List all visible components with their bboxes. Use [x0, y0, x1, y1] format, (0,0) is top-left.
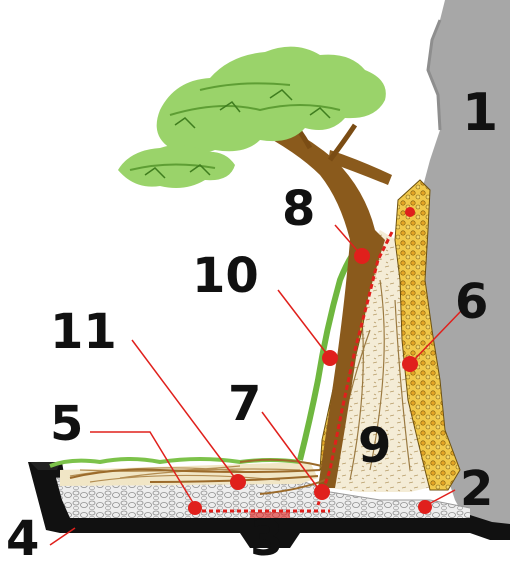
leader-lines — [49, 224, 463, 546]
drainage-mesh — [195, 509, 330, 518]
label-3: 3 — [250, 511, 283, 563]
number-labels: 1 2 3 4 5 6 7 8 9 10 11 — [6, 83, 498, 563]
marker-5 — [188, 501, 202, 515]
label-7: 7 — [228, 376, 261, 432]
marker-7 — [314, 484, 330, 500]
rock — [420, 0, 510, 528]
marker-2 — [418, 500, 432, 514]
label-8: 8 — [282, 181, 315, 237]
marker-10 — [322, 350, 338, 366]
label-5: 5 — [50, 396, 83, 452]
label-11: 11 — [50, 304, 117, 360]
label-2: 2 — [460, 461, 493, 517]
marker-6 — [402, 356, 418, 372]
marker-11 — [230, 474, 246, 490]
label-4: 4 — [6, 511, 39, 563]
anchor-wire — [316, 231, 394, 506]
foliage — [118, 46, 386, 188]
label-10: 10 — [192, 248, 259, 304]
label-6: 6 — [455, 274, 488, 330]
label-9: 9 — [358, 418, 391, 474]
marker-8 — [354, 248, 370, 264]
marker-wire-top — [405, 207, 415, 217]
label-1: 1 — [462, 83, 498, 143]
markers — [188, 207, 432, 515]
moss-wall — [297, 248, 359, 461]
